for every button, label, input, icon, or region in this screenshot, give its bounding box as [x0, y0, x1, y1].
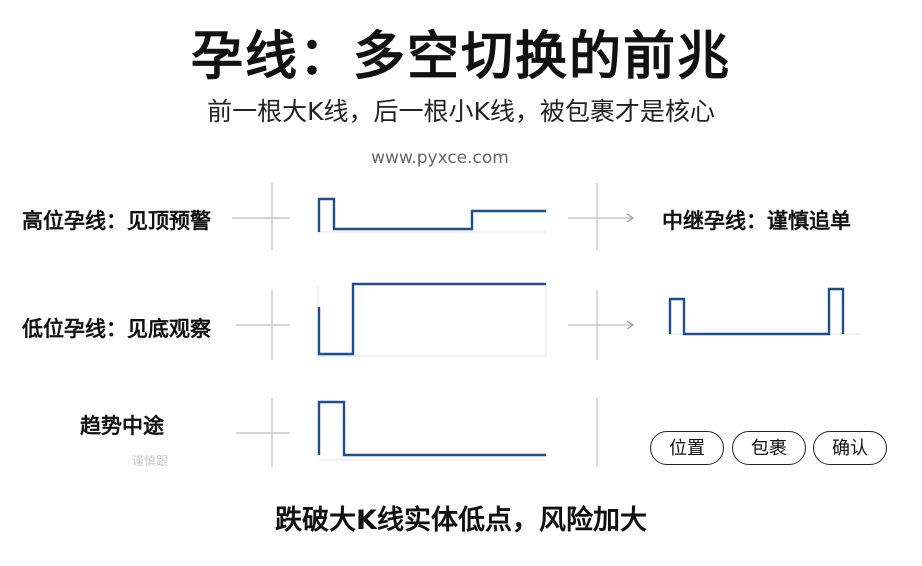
signal-line-low	[317, 282, 546, 356]
arrow-head-1	[626, 213, 635, 223]
row-faint-text: 谨慎跟	[132, 454, 169, 468]
engulf-button[interactable]: 包裹	[732, 431, 806, 465]
row-label-mid: 趋势中途	[80, 414, 164, 438]
row-label-low: 低位孕线：见底观察	[22, 317, 211, 341]
footer-note: 跌破大K线实体低点，风险加大	[275, 505, 647, 536]
position-button[interactable]: 位置	[650, 431, 724, 465]
confirm-button[interactable]: 确认	[813, 431, 887, 465]
side-label-continuation: 中继孕线：谨慎追单	[662, 209, 851, 233]
guide-lines	[232, 183, 632, 467]
arrow-head-2	[626, 320, 635, 330]
page-subtitle: 前一根大K线，后一根小K线，被包裹才是核心	[207, 97, 715, 126]
row-label-high: 高位孕线：见顶预警	[22, 209, 211, 233]
signal-line-mid	[317, 400, 546, 457]
signal-line-high	[317, 197, 546, 232]
signal-line-continuation	[668, 287, 845, 336]
page-title: 孕线：多空切换的前兆	[190, 27, 731, 87]
panel-baselines	[317, 231, 862, 461]
watermark: www.pyxce.com	[371, 148, 509, 168]
